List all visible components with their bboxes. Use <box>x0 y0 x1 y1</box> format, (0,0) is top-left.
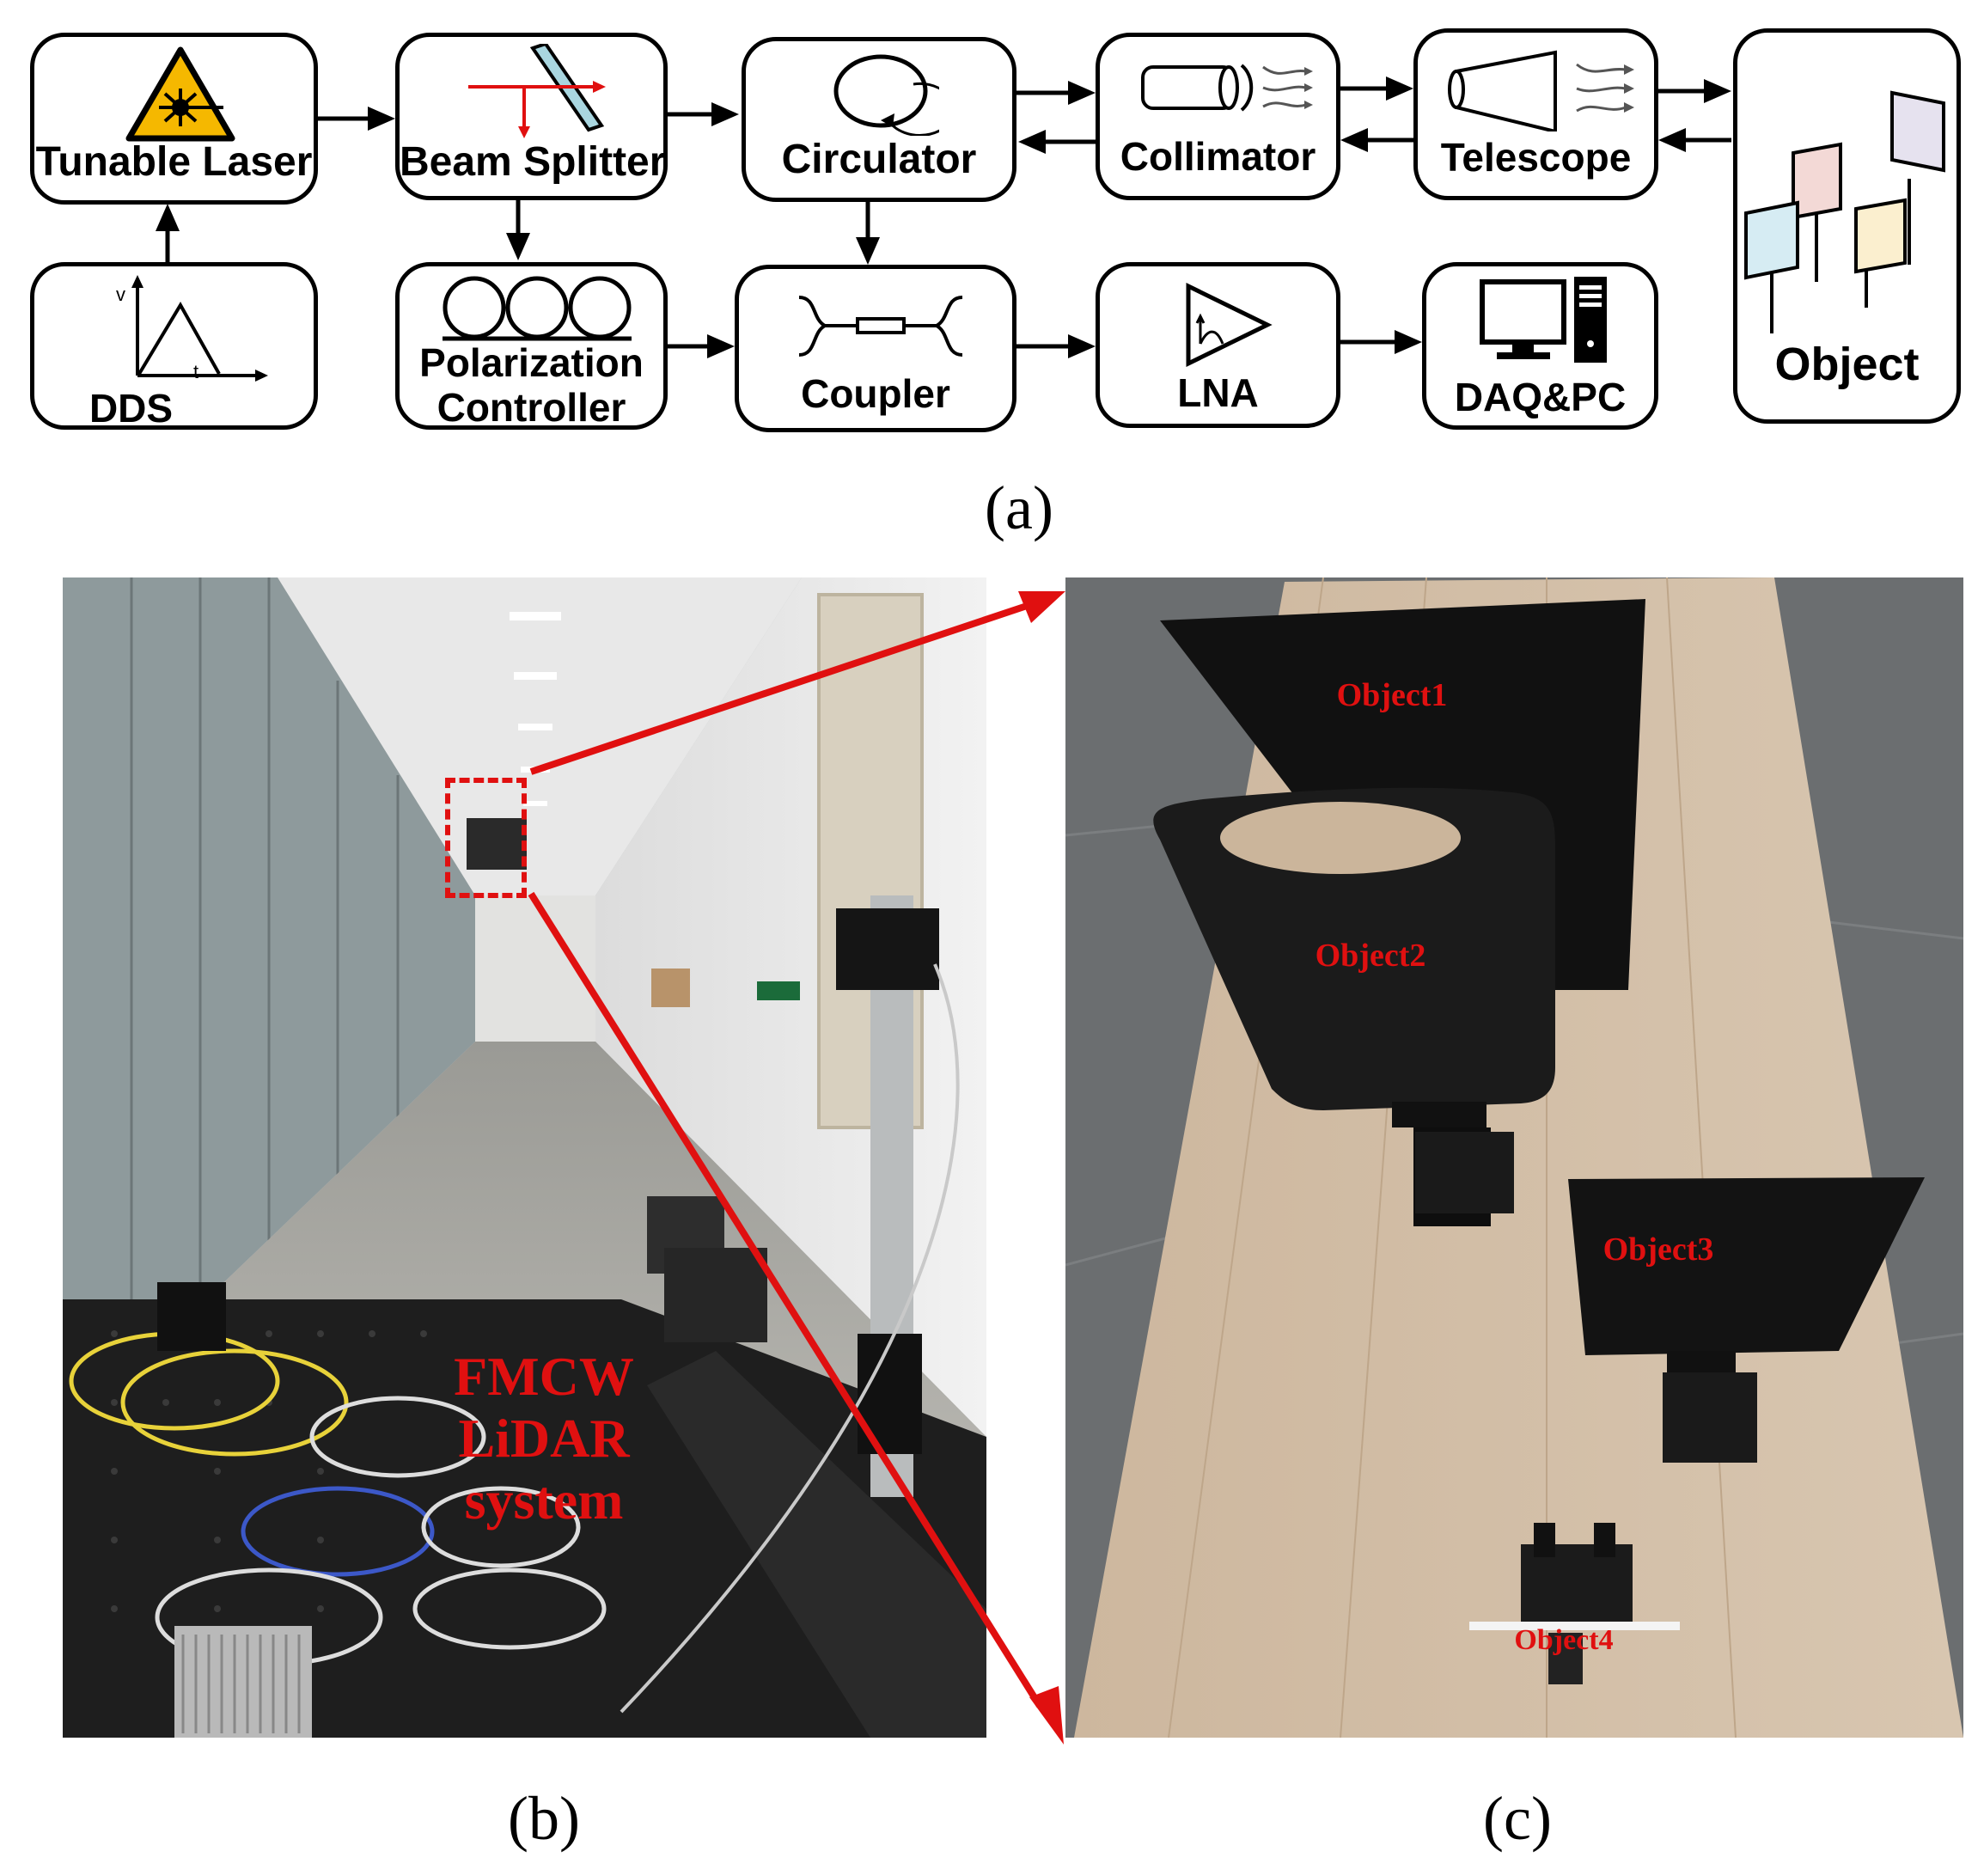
tunable-laser-label: Tunable Laser <box>35 139 313 185</box>
dds-axis-t: t <box>193 361 199 382</box>
laser-warning-icon <box>125 46 235 142</box>
computer-icon <box>1480 277 1607 363</box>
polarization-controller-label-line2: Controller <box>436 385 626 430</box>
circulator-block: Circulator <box>742 37 1016 202</box>
corridor-photo-illustration <box>63 577 986 1738</box>
coupler-icon <box>798 296 963 357</box>
amplifier-icon <box>1186 282 1273 368</box>
object-label: Object <box>1774 339 1920 390</box>
coupler-block: Coupler <box>735 265 1016 432</box>
photo-c-objects: Object1 Object2 Object3 Object4 <box>1065 577 1963 1738</box>
fmcw-lidar-label-line3: system <box>464 1470 624 1531</box>
object1-label: Object1 <box>1336 677 1448 713</box>
diagram-arrows <box>156 76 1731 358</box>
zoom-highlight-box <box>445 778 527 898</box>
object2-label: Object2 <box>1315 938 1426 974</box>
objects-photo-illustration <box>1065 577 1963 1738</box>
caption-b: (b) <box>508 1784 580 1853</box>
caption-c: (c) <box>1483 1784 1552 1853</box>
beam-splitter-label: Beam Splitter <box>400 139 666 185</box>
polarization-controller-block: Polarization Controller <box>395 262 668 430</box>
object-block: Object <box>1733 28 1961 424</box>
lna-label: LNA <box>1177 370 1259 415</box>
telescope-block: Telescope <box>1413 28 1658 200</box>
tunable-laser-block: Tunable Laser <box>30 33 318 205</box>
dds-waveform-icon <box>131 275 268 382</box>
fmcw-lidar-label-line1: FMCW <box>454 1346 634 1407</box>
circulator-label: Circulator <box>781 137 977 182</box>
polarization-controller-label-line1: Polarization <box>419 340 644 385</box>
object3-label: Object3 <box>1602 1231 1714 1268</box>
caption-a: (a) <box>985 474 1053 542</box>
beam-splitter-icon <box>468 44 606 138</box>
collimator-label: Collimator <box>1120 134 1316 179</box>
telescope-icon <box>1448 50 1634 131</box>
daq-pc-block: DAQ&PC <box>1422 262 1658 430</box>
beam-splitter-block: Beam Splitter <box>395 33 668 200</box>
object-panels-icon <box>1744 90 1945 333</box>
fmcw-lidar-label-line2: LiDAR <box>458 1408 630 1469</box>
lna-block: LNA <box>1096 262 1340 428</box>
collimator-block: Collimator <box>1096 33 1340 200</box>
polarization-loops-icon <box>443 276 632 341</box>
circulator-icon <box>833 54 939 136</box>
object4-label: Object4 <box>1514 1624 1614 1656</box>
dds-label: DDS <box>89 386 174 431</box>
collimator-icon <box>1141 64 1313 112</box>
telescope-label: Telescope <box>1440 135 1632 180</box>
dds-block: v t DDS <box>30 262 318 431</box>
daq-pc-label: DAQ&PC <box>1454 375 1627 419</box>
photo-b-corridor-setup: FMCW LiDAR system <box>63 577 986 1738</box>
coupler-label: Coupler <box>801 371 950 416</box>
dds-axis-v: v <box>116 284 125 305</box>
